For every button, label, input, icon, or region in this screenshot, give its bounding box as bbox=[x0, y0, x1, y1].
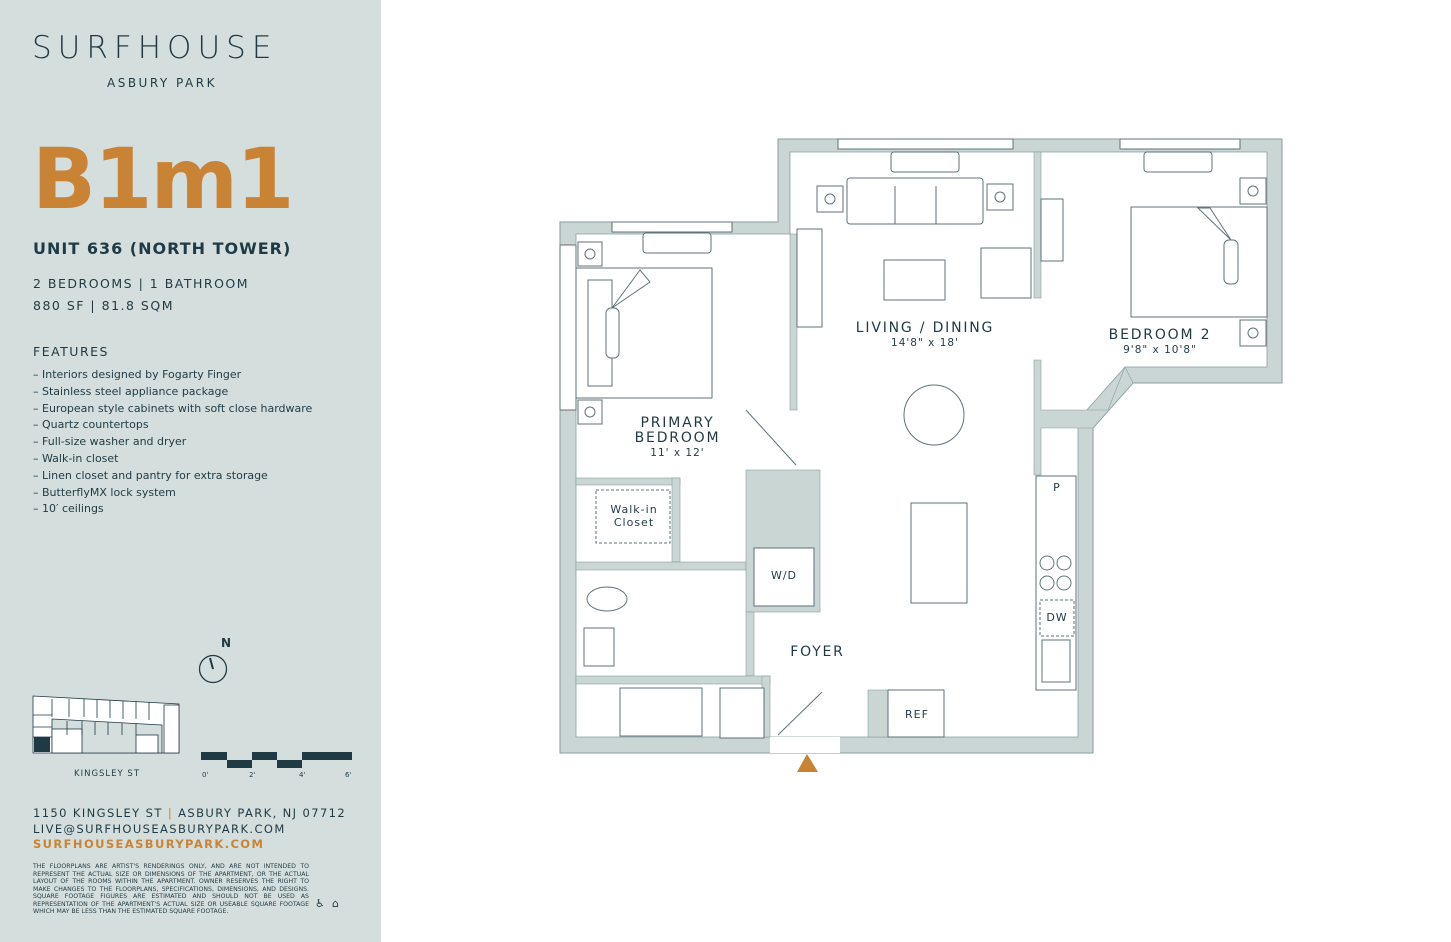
walk-in-closet-label: Walk-in Closet bbox=[610, 503, 658, 529]
unit-code: B1m1 bbox=[32, 130, 294, 228]
room-living-dining: LIVING / DINING 14'8" x 18' bbox=[850, 321, 1000, 351]
furniture bbox=[575, 151, 1268, 739]
keyplan-street: KINGSLEY ST bbox=[74, 769, 141, 779]
feature-item: Stainless steel appliance package bbox=[33, 384, 312, 401]
room-name: BEDROOM 2 bbox=[1108, 327, 1212, 343]
entrance-marker-icon bbox=[797, 754, 818, 772]
accessibility-icon: ♿ bbox=[315, 897, 325, 910]
features-list: Interiors designed by Fogarty Finger Sta… bbox=[33, 367, 312, 518]
feature-item: Walk-in closet bbox=[33, 451, 312, 468]
scale-tick: 0' bbox=[202, 771, 209, 779]
feature-item: European style cabinets with soft close … bbox=[33, 401, 312, 418]
website-link[interactable]: SURFHOUSEASBURYPARK.COM bbox=[33, 837, 265, 851]
room-dimensions: 9'8" x 10'8" bbox=[1123, 344, 1197, 356]
feature-item: Linen closet and pantry for extra storag… bbox=[33, 468, 312, 485]
feature-item: ButterflyMX lock system bbox=[33, 485, 312, 502]
contact-address: 1150 KINGSLEY ST | ASBURY PARK, NJ 07712 bbox=[33, 806, 346, 820]
address-separator: | bbox=[167, 806, 174, 820]
contact-email[interactable]: LIVE@SURFHOUSEASBURYPARK.COM bbox=[33, 822, 286, 836]
scale-tick: 6' bbox=[345, 771, 352, 779]
scale-bar bbox=[201, 752, 352, 768]
compass-icon bbox=[198, 654, 228, 684]
address-city: ASBURY PARK, NJ 07712 bbox=[178, 806, 347, 820]
windows bbox=[559, 138, 1241, 411]
foyer-label: FOYER bbox=[790, 644, 845, 660]
unit-area: 880 SF | 81.8 SQM bbox=[33, 298, 174, 313]
dishwasher-label: DW bbox=[1046, 611, 1068, 624]
pantry-label: P bbox=[1053, 481, 1061, 494]
unit-rooms: 2 BEDROOMS | 1 BATHROOM bbox=[33, 276, 250, 291]
walls bbox=[559, 138, 1283, 754]
compass-label: N bbox=[221, 636, 232, 650]
info-sidebar: SURFHOUSE ASBURY PARK B1m1 UNIT 636 (NOR… bbox=[0, 0, 381, 942]
room-primary-bedroom: PRIMARY BEDROOM 11' x 12' bbox=[630, 416, 725, 461]
address-street: 1150 KINGSLEY ST bbox=[33, 806, 163, 820]
room-name: PRIMARY BEDROOM bbox=[634, 415, 721, 446]
feature-item: Quartz countertops bbox=[33, 417, 312, 434]
feature-item: Interiors designed by Fogarty Finger bbox=[33, 367, 312, 384]
washer-dryer-label: W/D bbox=[770, 569, 798, 582]
keyplan-map bbox=[32, 695, 180, 754]
feature-item: Full-size washer and dryer bbox=[33, 434, 312, 451]
room-bedroom-2: BEDROOM 2 9'8" x 10'8" bbox=[1100, 328, 1220, 358]
room-name: LIVING / DINING bbox=[855, 320, 995, 336]
brand-logo: SURFHOUSE bbox=[32, 30, 278, 66]
refrigerator-label: REF bbox=[905, 708, 929, 721]
unit-name: UNIT 636 (NORTH TOWER) bbox=[33, 239, 292, 258]
disclaimer: The floorplans are artist's renderings o… bbox=[33, 863, 309, 915]
scale-tick: 4' bbox=[299, 771, 306, 779]
brand-location: ASBURY PARK bbox=[107, 76, 217, 90]
feature-item: 10′ ceilings bbox=[33, 501, 312, 518]
scale-tick: 2' bbox=[249, 771, 256, 779]
features-heading: FEATURES bbox=[33, 344, 109, 359]
equal-housing-icon: ⌂ bbox=[332, 897, 339, 910]
room-dimensions: 11' x 12' bbox=[650, 447, 705, 459]
room-dimensions: 14'8" x 18' bbox=[891, 337, 959, 349]
